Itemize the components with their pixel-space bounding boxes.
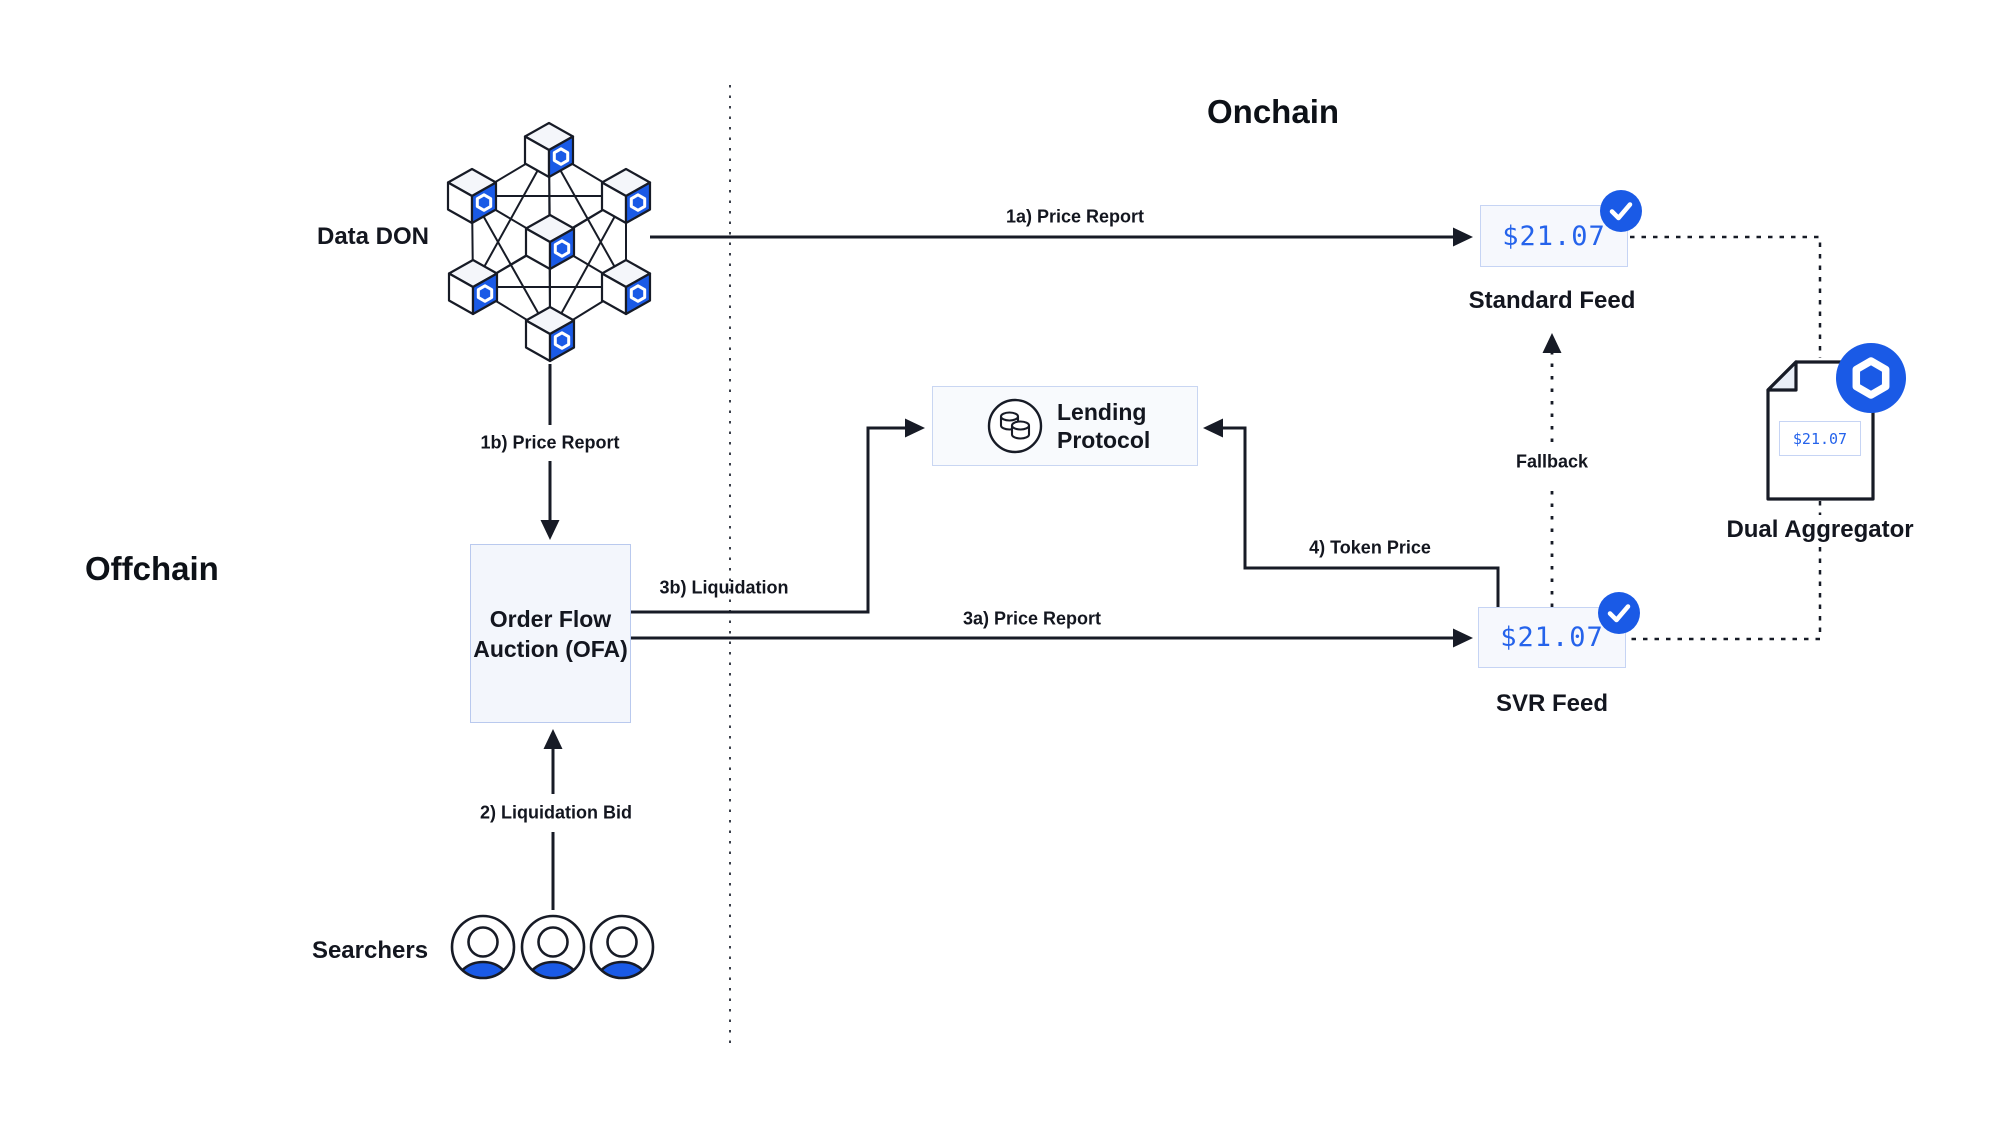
don-cube-icon bbox=[600, 167, 652, 225]
data-don-label: Data DON bbox=[316, 223, 430, 250]
ofa-label-line1: Order Flow bbox=[489, 605, 612, 632]
flow-3a-label: 3a) Price Report bbox=[962, 608, 1102, 629]
aggregator-to-svr-feed-dotted-line bbox=[1630, 501, 1822, 641]
offchain-section-label: Offchain bbox=[85, 550, 219, 587]
don-cube-icon bbox=[600, 258, 652, 316]
don-cube-icon bbox=[446, 167, 498, 225]
flow-1a-label: 1a) Price Report bbox=[1005, 206, 1145, 227]
flow-1b-label: 1b) Price Report bbox=[480, 432, 620, 453]
onchain-section-label: Onchain bbox=[1207, 93, 1340, 130]
searchers-group bbox=[452, 916, 653, 1008]
svr-feed-label: SVR Feed bbox=[1495, 690, 1609, 717]
don-cube-icon bbox=[523, 121, 575, 179]
coins-icon bbox=[987, 398, 1043, 454]
dual-aggregator-price: $21.07 bbox=[1792, 429, 1848, 448]
person-icon bbox=[452, 916, 514, 1008]
flow-2-label: 2) Liquidation Bid bbox=[480, 802, 632, 823]
ofa-label-line2: Auction (OFA) bbox=[473, 635, 628, 662]
searchers-label: Searchers bbox=[311, 937, 429, 964]
don-cube-icon bbox=[524, 305, 576, 363]
chainlink-logo-icon bbox=[1836, 343, 1906, 413]
standard-feed-to-aggregator-dotted-line bbox=[1630, 235, 1822, 358]
flow-3b-arrow bbox=[631, 418, 925, 614]
data-don-network bbox=[446, 121, 652, 363]
svr-feed-price: $21.07 bbox=[1500, 622, 1604, 653]
dual-aggregator-label: Dual Aggregator bbox=[1719, 515, 1921, 545]
fallback-label: Fallback bbox=[1508, 450, 1596, 474]
person-icon bbox=[522, 916, 584, 1008]
don-cube-icon bbox=[447, 258, 499, 316]
lending-protocol-box: Lending Protocol bbox=[932, 386, 1198, 466]
flow-4-label: 4) Token Price bbox=[1309, 537, 1431, 558]
don-cube-icon bbox=[524, 213, 576, 271]
person-icon bbox=[591, 916, 653, 1008]
lending-label-line1: Lending bbox=[1057, 399, 1147, 425]
dual-aggregator-price-box: $21.07 bbox=[1779, 421, 1861, 456]
flow-3b-label: 3b) Liquidation bbox=[659, 577, 789, 598]
order-flow-auction-box: Order Flow Auction (OFA) bbox=[470, 544, 631, 723]
standard-feed-label: Standard Feed bbox=[1468, 287, 1636, 314]
checkmark-icon bbox=[1598, 592, 1640, 634]
checkmark-icon bbox=[1600, 190, 1642, 232]
flow-4-arrow bbox=[1203, 418, 1500, 607]
lending-label-line2: Protocol bbox=[1057, 427, 1151, 453]
standard-feed-price: $21.07 bbox=[1502, 220, 1606, 252]
